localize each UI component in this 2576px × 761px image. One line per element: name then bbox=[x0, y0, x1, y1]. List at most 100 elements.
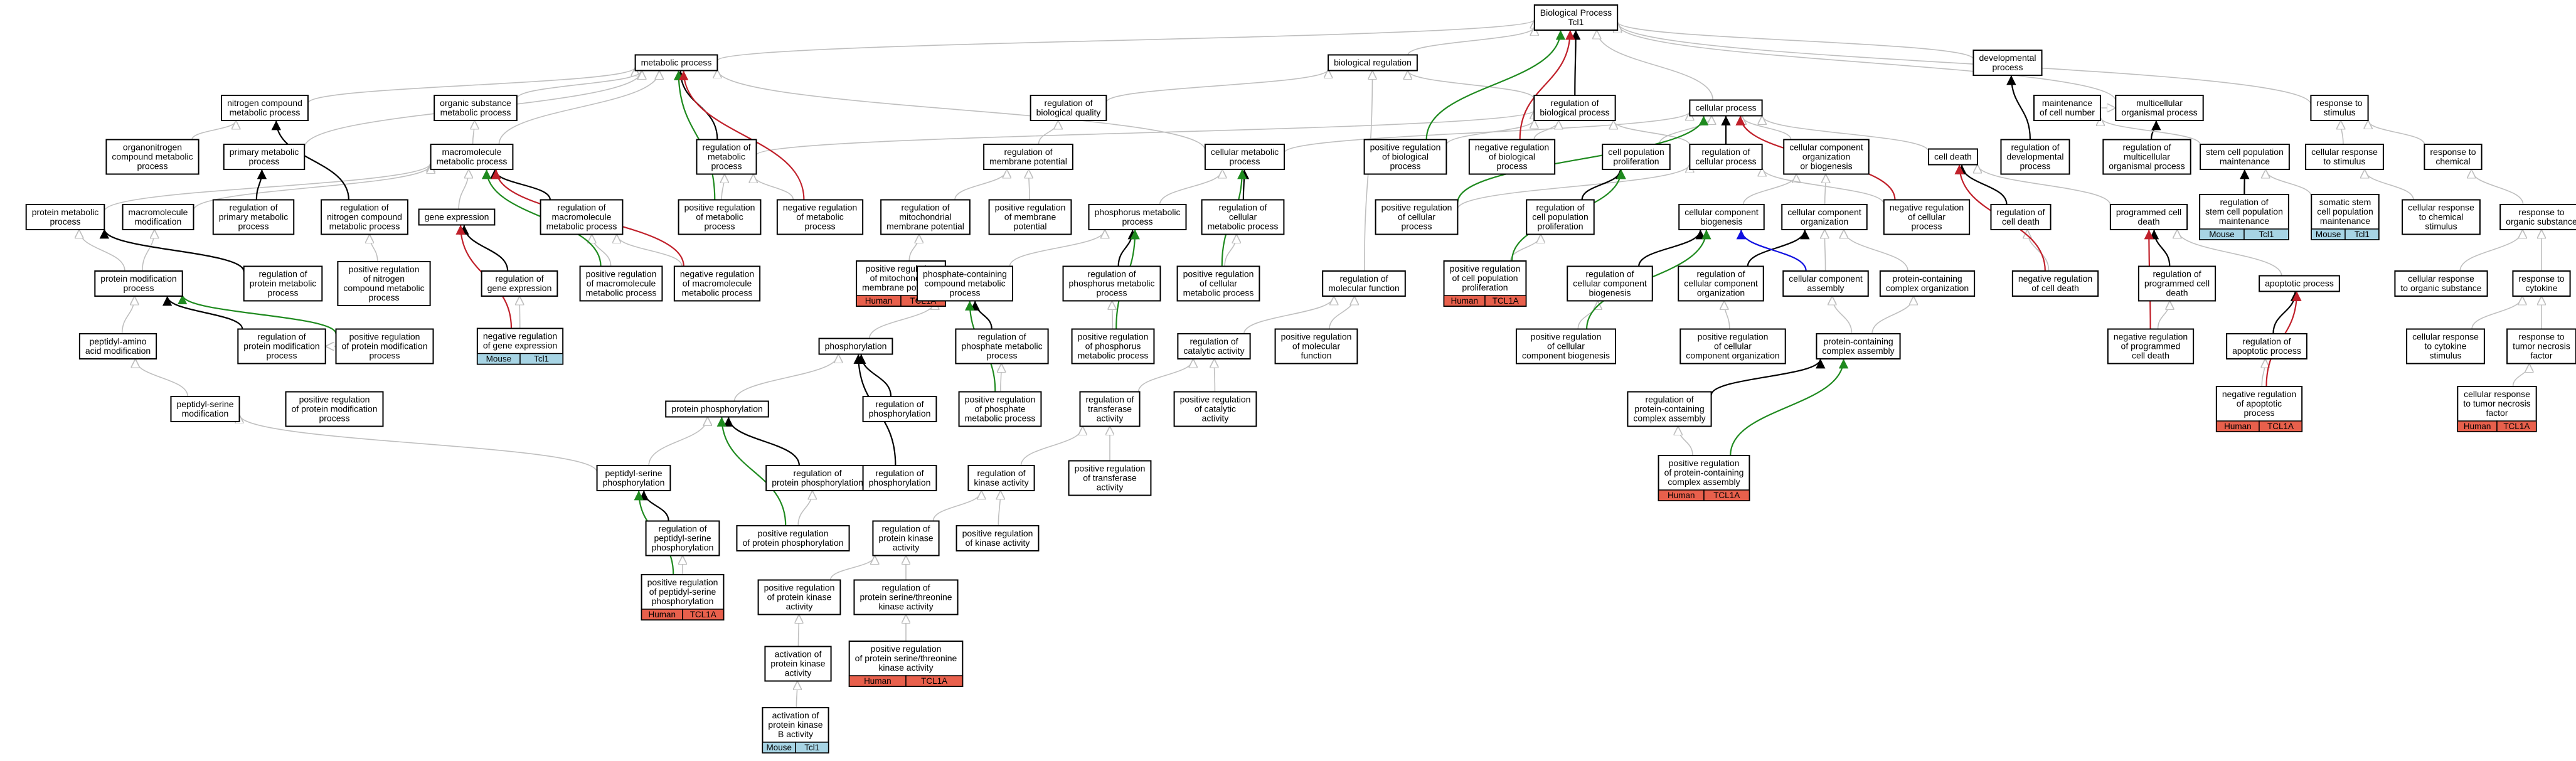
go-term-node-gene-expression[interactable]: gene expression bbox=[418, 208, 496, 226]
go-term-node-metabolic-process[interactable]: metabolic process bbox=[634, 54, 718, 72]
go-term-node-phosphorylation[interactable]: phosphorylation bbox=[818, 338, 893, 355]
go-term-node-apoptotic-process[interactable]: apoptotic process bbox=[2259, 275, 2340, 292]
go-term-node-cell-death[interactable]: cell death bbox=[1928, 148, 1978, 166]
go-term-node-regulation-of-peptidyl-serine-phosphorylation[interactable]: regulation ofpeptidyl-serinephosphorylat… bbox=[645, 520, 720, 556]
go-term-node-protein-phosphorylation[interactable]: protein phosphorylation bbox=[665, 400, 769, 418]
go-term-node-biological-regulation[interactable]: biological regulation bbox=[1328, 54, 1418, 72]
